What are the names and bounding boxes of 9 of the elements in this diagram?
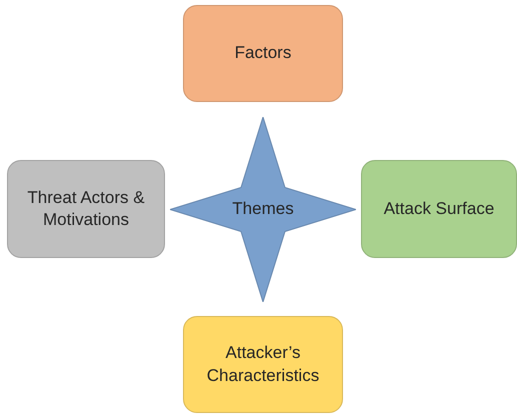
node-label: Threat Actors & Motivations bbox=[26, 186, 146, 231]
rounded-box bbox=[7, 160, 165, 258]
rounded-box bbox=[183, 5, 343, 102]
node-label: Attack Surface bbox=[382, 198, 496, 220]
rounded-box bbox=[183, 316, 343, 413]
node-label: Attacker’s Characteristics bbox=[206, 342, 320, 386]
node-label: Factors bbox=[234, 42, 292, 64]
rounded-box bbox=[361, 160, 517, 258]
node-label: Themes bbox=[232, 198, 294, 220]
